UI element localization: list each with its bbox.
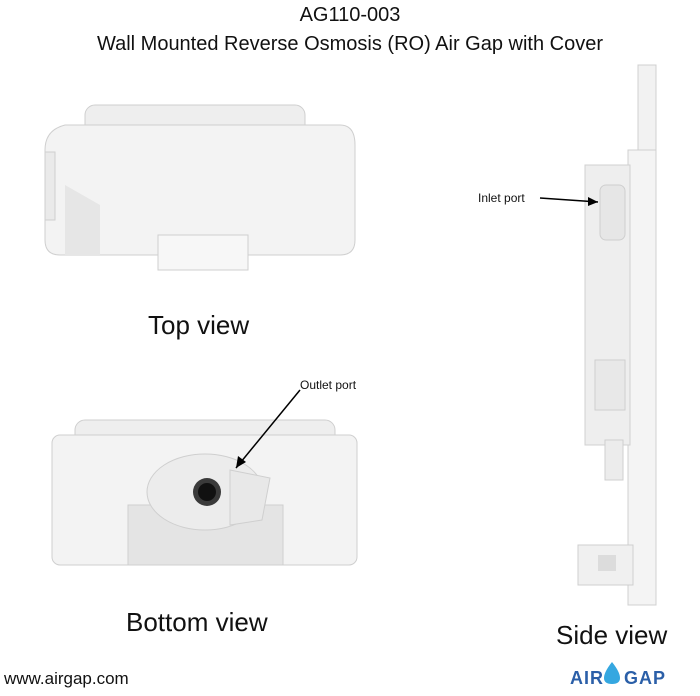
top-view-image — [44, 104, 356, 271]
product-model: AG110-003 — [299, 4, 401, 26]
outlet-port-label: Outlet port — [300, 378, 357, 392]
side-view-caption: Side view — [556, 620, 668, 650]
product-description: Wall Mounted Reverse Osmosis (RO) Air Ga… — [96, 33, 604, 55]
logo-gap-text: GAP — [624, 668, 667, 688]
bottom-view-caption: Bottom view — [126, 607, 268, 637]
inlet-port-label: Inlet port — [478, 191, 525, 205]
airgap-logo-drop — [604, 662, 620, 684]
side-view-image — [577, 64, 657, 606]
logo-air-text: AIR — [570, 668, 604, 688]
website-link[interactable]: www.airgap.com — [4, 669, 129, 688]
outlet-arrow — [235, 389, 301, 469]
bottom-view-image — [51, 419, 358, 566]
top-view-caption: Top view — [148, 310, 250, 340]
airgap-logo: AIR GAP — [570, 668, 666, 689]
